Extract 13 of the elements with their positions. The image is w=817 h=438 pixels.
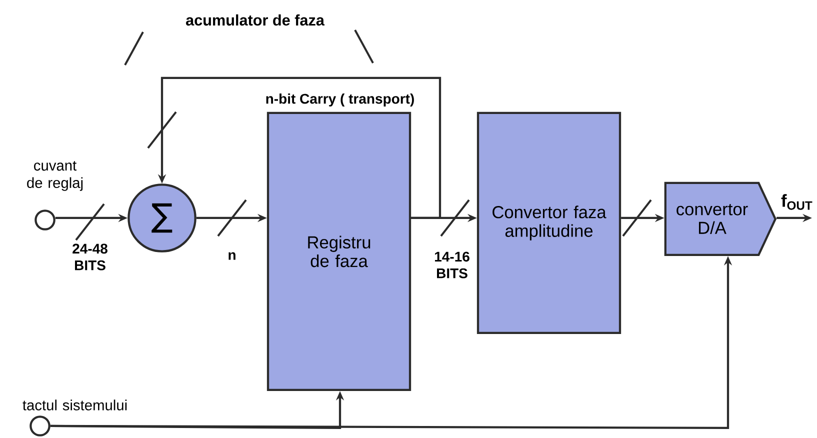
- edge-label: f$_{OUT}$: [781, 194, 812, 210]
- node-caption: cuvant de reglaj: [27, 161, 83, 191]
- edge-label: n: [228, 252, 236, 260]
- process-box: Convertor faza amplitudine: [476, 112, 622, 334]
- group-label: acumulator de faza: [186, 14, 325, 26]
- terminal-circle: [30, 416, 50, 436]
- edge-label: 14-16 BITS: [434, 252, 470, 278]
- process-box: Registru de faza: [266, 112, 412, 392]
- edge-label: 24-48 BITS: [72, 244, 108, 270]
- edge-label: n-bit Carry ( transport): [266, 93, 414, 107]
- terminal-circle: [34, 210, 56, 230]
- node-caption: tactul sistemului: [22, 400, 127, 410]
- converter-block: convertor D/A: [664, 182, 777, 256]
